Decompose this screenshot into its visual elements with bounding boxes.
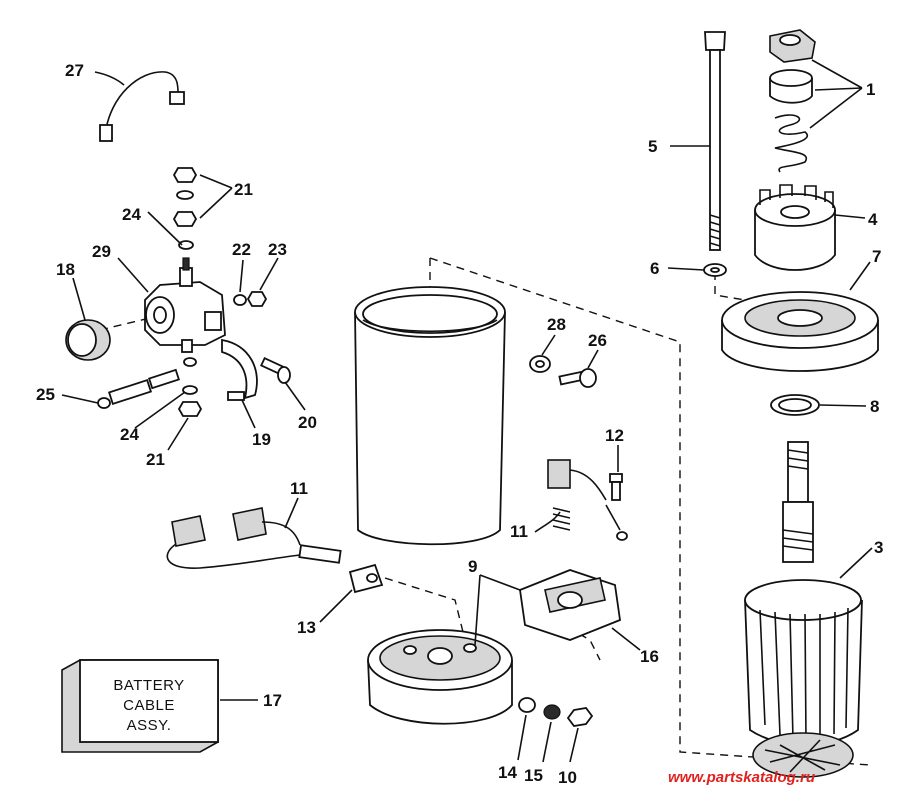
callout-26: 26 (588, 331, 607, 350)
clip-part-13 (348, 563, 384, 594)
callout-21-bottom: 21 (146, 450, 165, 469)
callout-13: 13 (297, 618, 316, 637)
callout-4: 4 (868, 210, 878, 229)
battery-box-line-3: ASSY. (127, 717, 172, 734)
callout-6: 6 (650, 259, 659, 278)
callout-numbers: 1 3 4 5 6 7 8 9 10 11 11 12 13 14 15 16 … (36, 61, 883, 787)
callout-8: 8 (870, 397, 879, 416)
callout-10: 10 (558, 768, 577, 787)
bracket-part-19 (221, 338, 258, 401)
callout-24-bottom: 24 (120, 425, 139, 444)
battery-cable-box-part-17: BATTERY CABLE ASSY. (61, 659, 219, 753)
ground-wire-part-27 (99, 71, 185, 142)
cable-lead-part-25 (97, 368, 180, 409)
callout-1: 1 (866, 80, 875, 99)
callout-19: 19 (252, 430, 271, 449)
pinion-drive-part-4 (754, 184, 836, 271)
callout-21-top: 21 (234, 180, 253, 199)
solenoid-hardware-top (172, 167, 198, 250)
brush-set-part-11 (166, 507, 342, 569)
motor-frame-housing (354, 286, 506, 546)
callout-14: 14 (498, 763, 517, 782)
drive-nut-cup-spring-part-1 (769, 29, 816, 173)
nut-washer-parts-22-23 (233, 291, 268, 307)
callout-27: 27 (65, 61, 84, 80)
callout-leader-lines (61, 59, 873, 763)
brush-spring-parts-11-12 (547, 459, 628, 541)
callout-18: 18 (56, 260, 75, 279)
callout-11-right: 11 (510, 522, 528, 541)
callout-29: 29 (92, 242, 111, 261)
callout-16: 16 (640, 647, 659, 666)
callout-17: 17 (263, 691, 282, 710)
callout-15: 15 (524, 766, 543, 785)
assembly-dashed-lines (99, 257, 871, 766)
battery-box-line-1: BATTERY (113, 677, 184, 694)
callout-23: 23 (268, 240, 287, 259)
callout-12: 12 (605, 426, 624, 445)
callout-9: 9 (468, 557, 477, 576)
boot-part-18 (65, 319, 111, 361)
callout-7: 7 (872, 247, 881, 266)
commutator-end-cap (367, 629, 513, 725)
battery-box-line-2: CABLE (123, 697, 175, 714)
callout-25: 25 (36, 385, 55, 404)
callout-22: 22 (232, 240, 251, 259)
callout-3: 3 (874, 538, 883, 557)
armature-part-3 (744, 441, 863, 778)
screw-part-20 (260, 356, 291, 384)
brush-holder-part-9-16 (519, 569, 621, 641)
callout-20: 20 (298, 413, 317, 432)
watermark-url: www.partskatalog.ru (668, 769, 815, 786)
washers-nut-parts-14-15-10 (518, 697, 594, 727)
solenoid-hardware-bottom (177, 357, 203, 417)
solenoid-part-29 (144, 257, 226, 353)
drive-end-head-part-7 (721, 291, 879, 372)
callout-5: 5 (648, 137, 657, 156)
callout-24-top: 24 (122, 205, 141, 224)
through-bolt-part-5 (704, 31, 726, 251)
callout-28: 28 (547, 315, 566, 334)
thrust-washer-part-8 (770, 394, 820, 416)
washer-part-6 (703, 263, 727, 277)
washer-bolt-parts-28-26 (529, 355, 597, 388)
callout-11-left: 11 (290, 479, 308, 498)
